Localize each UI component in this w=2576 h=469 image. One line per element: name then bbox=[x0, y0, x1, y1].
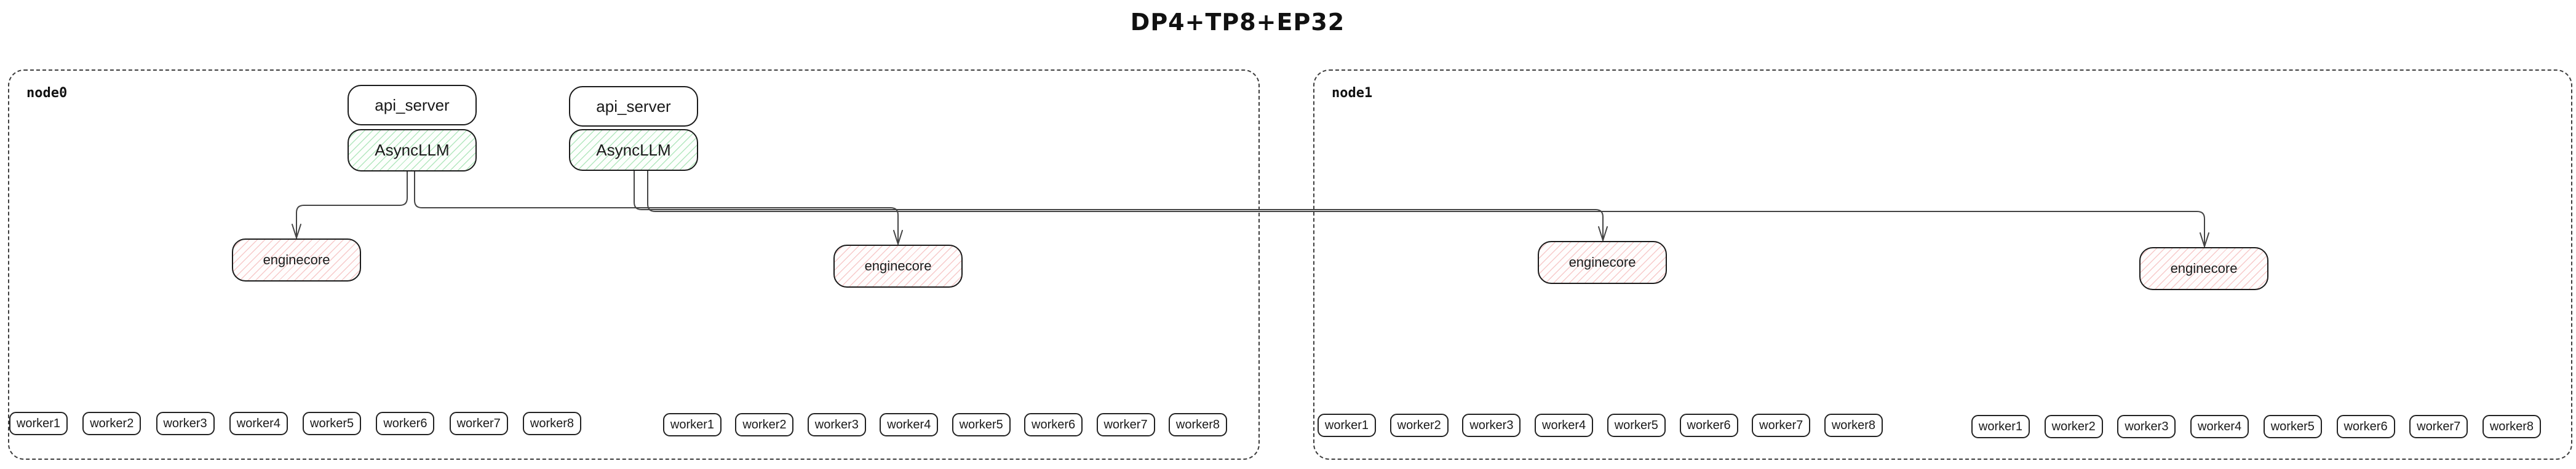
worker-label: worker4 bbox=[236, 416, 280, 430]
async-llm-1-label: AsyncLLM bbox=[375, 141, 450, 159]
worker-label: worker5 bbox=[959, 417, 1003, 432]
cluster-node0-label: node0 bbox=[26, 85, 68, 101]
edge-asyncllm1-enginecore2 bbox=[414, 171, 899, 243]
edge-asyncllm2-enginecore4 bbox=[647, 170, 2205, 245]
worker-label: worker4 bbox=[2198, 419, 2242, 433]
enginecore-1: enginecore bbox=[232, 238, 361, 282]
worker-box: worker1 bbox=[1318, 414, 1376, 437]
worker-label: worker7 bbox=[456, 416, 501, 430]
worker-box: worker3 bbox=[156, 412, 215, 435]
worker-label: worker1 bbox=[1324, 418, 1369, 432]
worker-box: worker4 bbox=[2190, 415, 2249, 438]
worker-label: worker1 bbox=[16, 416, 61, 430]
worker-label: worker1 bbox=[670, 417, 715, 432]
async-llm-2-label: AsyncLLM bbox=[596, 140, 671, 159]
worker-label: worker7 bbox=[1759, 418, 1803, 432]
worker-label: worker8 bbox=[1175, 417, 1220, 432]
worker-box: worker1 bbox=[9, 412, 68, 435]
arrowhead-enginecore1 bbox=[292, 224, 301, 240]
arrowhead-enginecore4 bbox=[2200, 232, 2209, 249]
worker-box: worker8 bbox=[1168, 413, 1227, 436]
worker-group-2: worker1 worker2 worker3 worker4 worker5 … bbox=[663, 413, 1227, 436]
diagram-title: DP4+TP8+EP32 bbox=[1130, 9, 1345, 36]
api-server-2: api_server bbox=[569, 86, 698, 127]
worker-label: worker7 bbox=[1103, 417, 1148, 432]
worker-box: worker8 bbox=[2482, 415, 2541, 438]
worker-box: worker7 bbox=[1752, 414, 1811, 437]
worker-box: worker1 bbox=[663, 413, 722, 436]
edge-asyncllm2-enginecore3 bbox=[634, 170, 1604, 239]
api-server-1-label: api_server bbox=[375, 95, 450, 114]
worker-box: worker7 bbox=[449, 412, 508, 435]
worker-label: worker3 bbox=[814, 417, 859, 432]
worker-box: worker7 bbox=[2409, 415, 2468, 438]
worker-box: worker6 bbox=[2336, 415, 2395, 438]
worker-box: worker3 bbox=[2117, 415, 2176, 438]
worker-box: worker2 bbox=[735, 413, 794, 436]
worker-box: worker6 bbox=[376, 412, 435, 435]
worker-box: worker8 bbox=[1824, 414, 1883, 437]
api-server-1: api_server bbox=[348, 85, 477, 125]
api-server-2-label: api_server bbox=[596, 97, 671, 116]
worker-box: worker5 bbox=[2263, 415, 2322, 438]
enginecore-3-label: enginecore bbox=[1568, 254, 1636, 270]
enginecore-2: enginecore bbox=[833, 245, 963, 288]
worker-label: worker7 bbox=[2417, 419, 2461, 433]
worker-label: worker1 bbox=[1978, 419, 2023, 433]
worker-label: worker5 bbox=[1614, 418, 1658, 432]
worker-label: worker8 bbox=[2489, 419, 2534, 433]
worker-box: worker6 bbox=[1679, 414, 1738, 437]
enginecore-4: enginecore bbox=[2139, 247, 2268, 290]
worker-label: worker2 bbox=[1397, 418, 1441, 432]
worker-group-1: worker1 worker2 worker3 worker4 worker5 … bbox=[9, 412, 581, 435]
worker-box: worker3 bbox=[1462, 414, 1521, 437]
worker-label: worker2 bbox=[90, 416, 134, 430]
worker-label: worker8 bbox=[530, 416, 574, 430]
worker-label: worker2 bbox=[742, 417, 787, 432]
worker-box: worker5 bbox=[1607, 414, 1666, 437]
cluster-node1: node1 bbox=[1313, 69, 2572, 460]
async-llm-2: AsyncLLM bbox=[569, 129, 698, 171]
enginecore-1-label: enginecore bbox=[263, 252, 330, 267]
worker-label: worker6 bbox=[1687, 418, 1731, 432]
worker-label: worker6 bbox=[2343, 419, 2388, 433]
worker-label: worker5 bbox=[2270, 419, 2315, 433]
enginecore-4-label: enginecore bbox=[2170, 261, 2238, 276]
worker-label: worker8 bbox=[1831, 418, 1875, 432]
worker-group-3: worker1 worker2 worker3 worker4 worker5 … bbox=[1318, 414, 1883, 437]
worker-box: worker7 bbox=[1096, 413, 1155, 436]
cluster-node1-label: node1 bbox=[1332, 85, 1373, 101]
worker-label: worker3 bbox=[1469, 418, 1514, 432]
enginecore-3: enginecore bbox=[1538, 241, 1667, 284]
worker-box: worker1 bbox=[1971, 415, 2030, 438]
worker-label: worker6 bbox=[1032, 417, 1076, 432]
worker-label: worker3 bbox=[2125, 419, 2169, 433]
worker-label: worker6 bbox=[383, 416, 427, 430]
arrowhead-enginecore2 bbox=[893, 230, 903, 246]
worker-box: worker4 bbox=[1535, 414, 1594, 437]
enginecore-2-label: enginecore bbox=[864, 258, 932, 274]
async-llm-1: AsyncLLM bbox=[348, 129, 477, 171]
arrowhead-enginecore3 bbox=[1598, 226, 1608, 243]
worker-box: worker2 bbox=[2044, 415, 2103, 438]
worker-group-4: worker1 worker2 worker3 worker4 worker5 … bbox=[1971, 415, 2541, 438]
worker-box: worker5 bbox=[952, 413, 1011, 436]
worker-box: worker2 bbox=[82, 412, 141, 435]
worker-box: worker4 bbox=[880, 413, 939, 436]
worker-box: worker3 bbox=[807, 413, 866, 436]
worker-label: worker3 bbox=[163, 416, 207, 430]
worker-box: worker8 bbox=[522, 412, 581, 435]
worker-box: worker6 bbox=[1024, 413, 1083, 436]
worker-label: worker2 bbox=[2051, 419, 2096, 433]
worker-box: worker5 bbox=[303, 412, 362, 435]
worker-box: worker4 bbox=[229, 412, 288, 435]
cluster-node0: node0 bbox=[8, 69, 1260, 460]
worker-box: worker2 bbox=[1389, 414, 1449, 437]
worker-label: worker4 bbox=[887, 417, 931, 432]
edge-asyncllm1-enginecore1 bbox=[296, 171, 408, 237]
worker-label: worker5 bbox=[310, 416, 354, 430]
worker-label: worker4 bbox=[1542, 418, 1586, 432]
